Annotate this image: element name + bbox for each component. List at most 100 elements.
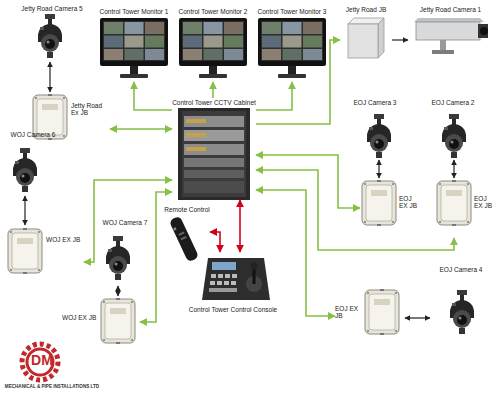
label-slot: WOJ Camera 7 <box>94 219 156 226</box>
component-node: EOJ Camera 3 <box>345 98 405 160</box>
component-label: Control Tower CCTV Cabinet <box>172 99 256 106</box>
jetty-junction-box <box>348 18 384 58</box>
cctv-cabinet <box>178 108 250 200</box>
dome-camera <box>367 114 391 158</box>
label-slot: Remote Control <box>160 206 214 213</box>
component-label: Jetty Road Ex JB <box>71 102 102 116</box>
dome-camera <box>106 236 130 280</box>
label-slot: Control Tower Monitor 2 <box>175 8 251 15</box>
label-slot: Control Tower Monitor 3 <box>254 8 330 15</box>
component-label: EOJ EX JB <box>399 195 417 209</box>
logo-text: DM <box>22 352 62 368</box>
ex-junction-box <box>437 180 471 226</box>
component-node: Jetty Road Camera 5 <box>22 4 82 62</box>
connector-arrow <box>134 82 172 110</box>
monitor <box>100 18 168 78</box>
component-node: Remote Control <box>164 205 210 267</box>
connector-arrow <box>392 39 408 40</box>
connector-arrow <box>256 170 454 250</box>
component-label: EOJ EX JB <box>335 305 358 319</box>
component-label: Control Tower Control Console <box>189 306 277 313</box>
component-label: Control Tower Monitor 2 <box>179 8 248 15</box>
component-label: EOJ EX JB <box>474 195 492 209</box>
connector-arrow <box>110 128 172 130</box>
component-node: EOJ Camera 4 <box>430 264 492 346</box>
connector-arrow <box>210 232 220 252</box>
component-label: WOJ EX JB <box>46 236 80 243</box>
camera-icons <box>13 14 474 334</box>
component-label: EOJ Camera 4 <box>440 266 483 273</box>
control-console-icon <box>202 258 270 300</box>
connector-arrow <box>256 40 340 124</box>
component-node: WOJ Camera 6 <box>5 130 60 196</box>
component-node: EOJ EX JB <box>360 178 420 238</box>
component-label: Jetty Road Camera 1 <box>420 6 481 13</box>
component-node: WOJ EX JB <box>4 225 84 277</box>
label-slot: WOJ EX JB <box>46 236 84 243</box>
component-node: EOJ EX JB <box>432 178 492 238</box>
label-slot: EOJ Camera 4 <box>428 266 494 273</box>
label-slot: Jetty Road Camera 5 <box>20 5 84 12</box>
component-node: EOJ EX JB <box>335 285 405 347</box>
component-label: EOJ Camera 2 <box>432 99 475 106</box>
label-slot: Control Tower Control Console <box>184 306 282 313</box>
component-node: Control Tower Control Console <box>188 252 278 318</box>
ex-junction-box <box>101 298 135 344</box>
label-slot: EOJ EX JB <box>399 195 419 210</box>
label-slot: EOJ Camera 2 <box>418 99 488 106</box>
monitor <box>179 18 247 78</box>
label-slot: Jetty Road JB <box>334 6 398 13</box>
monitor-icons <box>100 18 326 78</box>
connector-arrow <box>212 82 214 98</box>
component-node: Control Tower Monitor 1 <box>100 8 168 82</box>
logo-text: MECHANICAL & PIPE INSTALLATIONS LTD <box>2 384 102 389</box>
component-node: WOJ Camera 7 <box>100 218 150 286</box>
connector-arrow <box>256 190 335 316</box>
component-node: Jetty Road Camera 1 <box>408 4 493 62</box>
connector-arrow <box>405 317 430 318</box>
label-slot: WOJ Camera 6 <box>2 131 64 138</box>
connector-arrow <box>49 62 50 92</box>
component-node: Control Tower CCTV Cabinet <box>172 98 256 200</box>
component-node: EOJ Camera 2 <box>420 98 485 160</box>
label-slot: Control Tower CCTV Cabinet <box>168 99 260 106</box>
component-label: Control Tower Monitor 3 <box>258 8 327 15</box>
component-node: Control Tower Monitor 3 <box>258 8 326 82</box>
component-label: Control Tower Monitor 1 <box>100 8 169 15</box>
monitor <box>258 18 326 78</box>
label-slot: Jetty Road Camera 1 <box>408 6 493 13</box>
label-slot: WOJ EX JB <box>62 314 98 321</box>
connector-arrow <box>24 196 25 225</box>
connector-arrow <box>378 160 379 178</box>
ex-junction-box <box>365 289 399 335</box>
component-label: EOJ Camera 3 <box>354 99 397 106</box>
component-label: Jetty Road JB <box>346 6 386 13</box>
component-label: WOJ Camera 7 <box>103 219 148 226</box>
dome-camera <box>442 114 466 158</box>
component-label: WOJ EX JB <box>62 314 96 321</box>
connector-arrow <box>256 82 292 110</box>
dome-camera <box>38 14 62 58</box>
label-slot: EOJ Camera 3 <box>340 99 410 106</box>
remote-control-icon <box>169 216 199 263</box>
label-slot: EOJ EX JB <box>335 305 363 320</box>
connector-arrow <box>117 286 118 296</box>
ex-junction-box <box>362 180 396 226</box>
bullet-camera <box>414 18 488 54</box>
ex-junction-box <box>8 228 42 274</box>
dome-camera <box>13 148 37 192</box>
connector-arrow <box>453 160 454 178</box>
component-node: Control Tower Monitor 2 <box>179 8 247 82</box>
connector-arrow <box>239 200 241 252</box>
dome-camera <box>450 290 474 334</box>
label-slot: Control Tower Monitor 1 <box>96 8 172 15</box>
label-slot: Jetty Road Ex JB <box>71 102 111 117</box>
component-node: WOJ EX JB <box>62 296 140 348</box>
junction-box-icons <box>8 94 471 344</box>
component-label: Remote Control <box>164 206 210 213</box>
connector-arrow <box>256 155 360 208</box>
component-label: WOJ Camera 6 <box>11 131 56 138</box>
